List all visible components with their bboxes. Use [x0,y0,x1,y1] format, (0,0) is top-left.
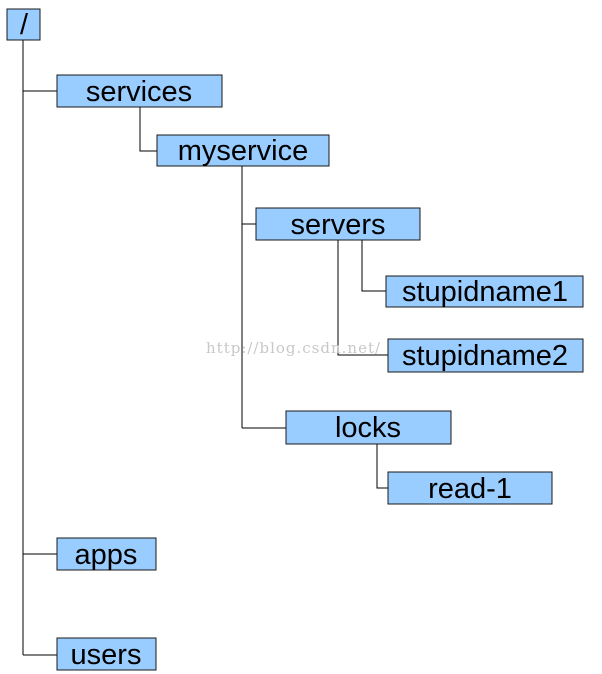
connector-services-to-myservice [139,107,157,152]
nodes-layer: / services myservice servers stupidname1… [6,8,584,671]
tree-node-box [285,410,452,445]
tree-node-label: servers [290,209,385,241]
tree-node-box [6,8,41,41]
connector-servers-to-stupidname2 [337,240,388,356]
tree-node-users[interactable]: users [56,637,157,671]
tree-node-root[interactable]: / [6,8,41,41]
connector-locks-to-read-1 [376,444,388,489]
watermark-text: http://blog.csdn.net/ [206,339,381,357]
tree-node-label: read-1 [428,473,512,505]
tree-node-label: / [20,9,29,41]
tree-node-box [156,134,330,167]
tree-node-box [255,207,421,241]
tree-node-label: services [86,76,192,108]
tree-node-box [56,637,157,671]
tree-node-services[interactable]: services [56,74,223,108]
tree-node-box [387,471,553,505]
tree-node-stupidname1[interactable]: stupidname1 [385,275,584,308]
tree-node-box [387,338,584,373]
tree-node-label: apps [75,539,138,571]
tree-node-box [56,74,223,108]
tree-node-stupidname2[interactable]: stupidname2 [387,338,584,373]
tree-node-read-1[interactable]: read-1 [387,471,553,505]
tree-node-label: stupidname2 [402,340,568,372]
tree-node-locks[interactable]: locks [285,410,452,445]
tree-node-box [56,537,157,571]
connectors-layer [22,40,388,656]
tree-node-box [385,275,584,308]
tree-node-servers[interactable]: servers [255,207,421,241]
connector-servers-to-stupidname1 [361,240,386,292]
tree-node-label: users [71,639,142,671]
tree-node-label: stupidname1 [402,276,568,308]
tree-node-apps[interactable]: apps [56,537,157,571]
tree-node-label: myservice [178,135,309,167]
tree-node-myservice[interactable]: myservice [156,134,330,167]
tree-node-label: locks [335,412,401,444]
